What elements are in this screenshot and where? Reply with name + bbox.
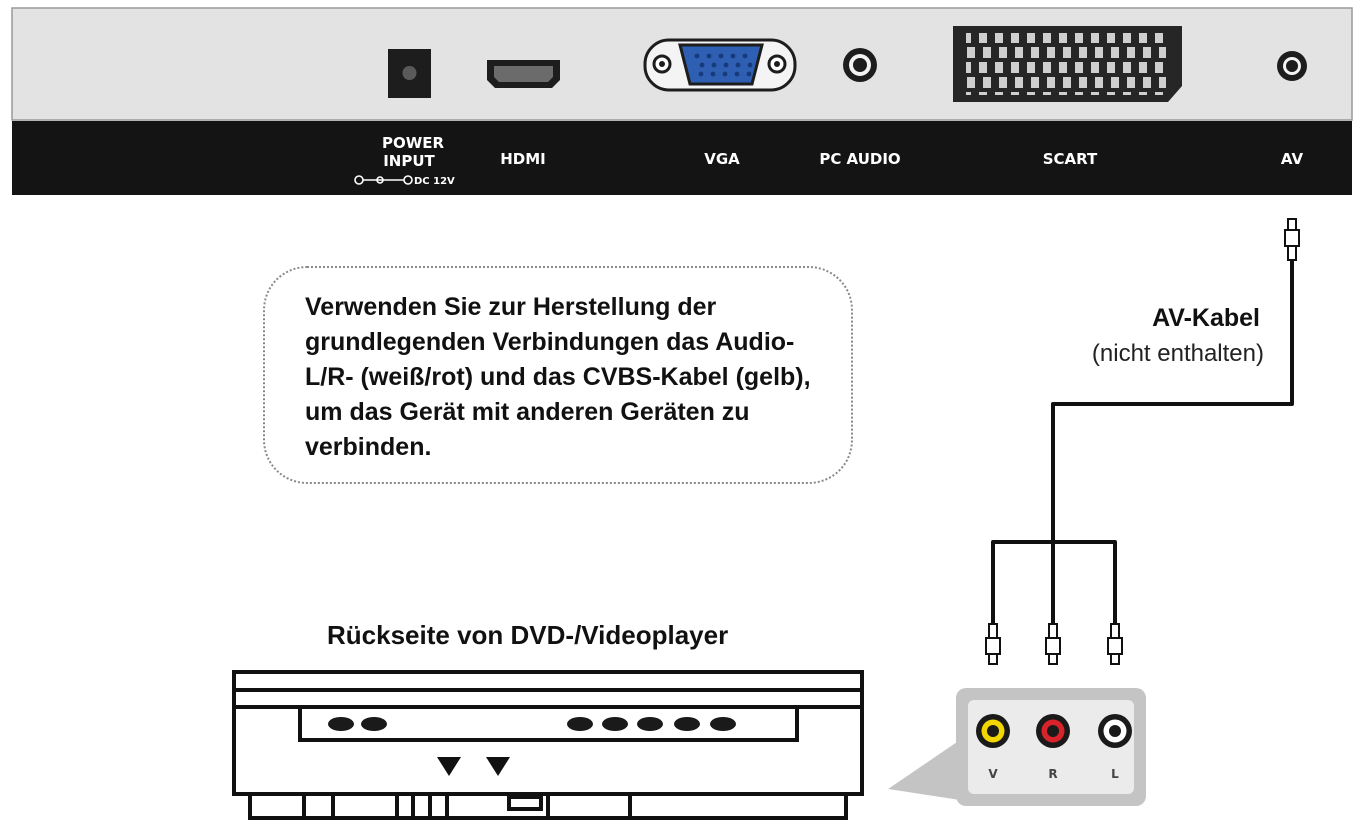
hdmi-label: HDMI [500, 150, 546, 168]
power-input-port [388, 49, 431, 98]
rca-plug-l [1107, 623, 1123, 665]
rca-jack-label: L [1111, 767, 1119, 781]
tv-panel-label-strip [12, 121, 1352, 195]
pc-audio-label: PC AUDIO [819, 150, 900, 168]
note-text: Verwenden Sie zur Herstellung der grundl… [305, 293, 811, 461]
pc-audio-port [843, 48, 877, 82]
power-input-label-line3: DC 12V [414, 176, 455, 187]
av-label: AV [1281, 150, 1304, 168]
power-input-label-line2: INPUT [383, 152, 435, 170]
scart-label: SCART [1043, 150, 1098, 168]
rca-jack-label: V [988, 767, 998, 781]
dc-polarity-icon [354, 175, 413, 185]
rca-plug-v [985, 623, 1001, 665]
rca-jack-label: R [1048, 767, 1057, 781]
av-cable [985, 218, 1300, 665]
dvd-buttons [328, 717, 736, 731]
callout-pointer [888, 740, 960, 800]
cable-subtitle: (nicht enthalten) [1091, 340, 1264, 367]
rca-plug-r [1045, 623, 1061, 665]
dvd-connector-panel [298, 705, 799, 742]
dvd-triangle-markers [437, 757, 510, 776]
power-input-label-line1: POWER [382, 134, 445, 152]
dvd-player-title: Rückseite von DVD-/Videoplayer [327, 620, 729, 650]
dvd-player-back [232, 670, 864, 820]
rca-jack-v: V [976, 714, 1010, 781]
vga-label: VGA [704, 150, 740, 168]
rca-jack-callout [888, 688, 1146, 806]
rca-jack-r: R [1036, 714, 1070, 781]
av-port [1277, 51, 1307, 81]
hdmi-port [487, 60, 560, 88]
av-cable-wire [991, 260, 1294, 624]
tv-back-panel: POWER INPUT DC 12V HDMI VGA PC AUDIO SCA… [11, 7, 1353, 195]
av-cable-plug-top [1284, 218, 1300, 261]
vga-port [643, 38, 797, 92]
rca-jack-l: L [1098, 714, 1132, 781]
scart-port [953, 26, 1182, 102]
cable-title: AV-Kabel [1152, 304, 1260, 332]
note-box: Verwenden Sie zur Herstellung der grundl… [263, 266, 853, 484]
